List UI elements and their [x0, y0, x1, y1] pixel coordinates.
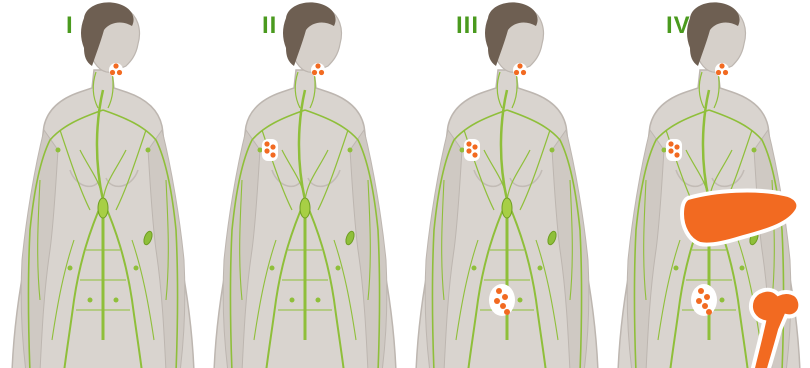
stage-label-1: I	[66, 12, 74, 40]
femur-bone	[751, 290, 800, 368]
axillary-node-cluster	[262, 139, 278, 161]
stage-label-4: IV	[666, 12, 691, 40]
tumor-sites-2	[202, 0, 404, 368]
neck-node-cluster	[513, 63, 527, 77]
inguinal-node-cluster	[691, 284, 717, 316]
stage-panel-3: III	[404, 0, 606, 368]
neck-node-cluster	[109, 63, 123, 77]
tumor-sites-4	[606, 0, 808, 368]
axillary-node-cluster	[666, 139, 682, 161]
stage-panel-2: II	[202, 0, 404, 368]
stage-label-2: II	[262, 12, 277, 40]
stage-panel-1: I	[0, 0, 202, 368]
axillary-node-cluster	[464, 139, 480, 161]
neck-node-cluster	[311, 63, 325, 77]
tumor-sites-3	[404, 0, 606, 368]
liver-organ	[682, 191, 798, 245]
inguinal-node-cluster	[489, 284, 515, 316]
neck-node-cluster	[715, 63, 729, 77]
tumor-sites-1	[0, 0, 202, 368]
stage-panel-4: IV	[606, 0, 808, 368]
stage-label-3: III	[456, 12, 479, 40]
